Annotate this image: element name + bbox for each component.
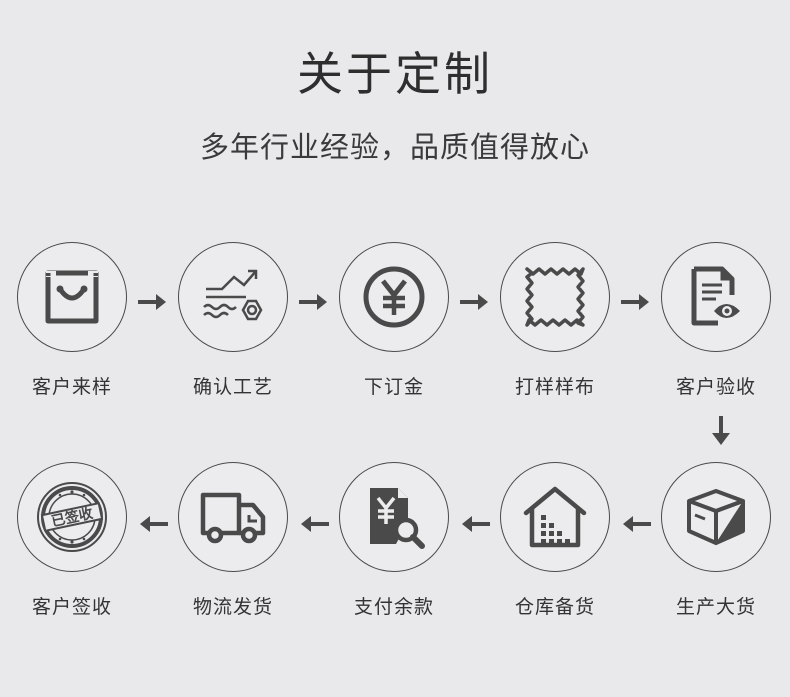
step-circle	[661, 242, 771, 352]
step-label: 支付余款	[353, 596, 434, 618]
signed-stamp-icon: 已签收	[37, 482, 107, 552]
step-sample-fabric: 打样样布	[475, 242, 635, 399]
step-label: 打样样布	[514, 376, 595, 398]
step-warehouse-stock: 仓库备货	[475, 462, 635, 619]
arrow-right-icon	[460, 294, 488, 310]
step-logistics-shipping: 物流发货	[153, 462, 313, 619]
arrow-right-icon	[138, 294, 166, 310]
package-box-icon	[687, 489, 745, 545]
arrow-right-icon	[621, 294, 649, 310]
step-label: 客户签收	[31, 596, 112, 618]
delivery-truck-icon	[200, 492, 266, 544]
step-deposit: 下订金	[314, 242, 474, 399]
arrow-left-icon	[623, 516, 651, 532]
arrow-left-icon	[140, 516, 168, 532]
step-circle	[178, 242, 288, 352]
step-label: 物流发货	[192, 596, 273, 618]
step-circle: 已签收	[17, 462, 127, 572]
step-circle	[661, 462, 771, 572]
fabric-swatch-icon	[525, 267, 585, 327]
step-pay-balance: 支付余款	[314, 462, 474, 619]
page-title: 关于定制	[297, 47, 493, 101]
process-chart-gear-icon	[203, 269, 263, 321]
arrow-left-icon	[301, 516, 329, 532]
step-circle	[500, 462, 610, 572]
arrow-left-icon	[462, 516, 490, 532]
step-customer-inspection: 客户验收	[636, 242, 790, 399]
arrow-down-icon	[712, 416, 730, 445]
step-confirm-process: 确认工艺	[153, 242, 313, 399]
step-customer-sample: 客户来样	[0, 242, 152, 399]
arrow-right-icon	[299, 294, 327, 310]
step-label: 生产大货	[675, 596, 756, 618]
document-eye-icon	[691, 266, 740, 326]
step-circle	[339, 242, 449, 352]
step-label: 确认工艺	[192, 376, 273, 398]
step-label: 仓库备货	[514, 596, 595, 618]
yuan-bill-search-icon	[370, 488, 425, 549]
yuan-coin-icon	[363, 266, 425, 328]
step-label: 客户来样	[31, 376, 112, 398]
step-label: 下订金	[363, 376, 424, 398]
step-customer-signoff: 已签收 客户签收	[0, 462, 152, 619]
shopping-bag-icon	[45, 270, 99, 324]
warehouse-icon	[523, 486, 587, 548]
step-circle	[178, 462, 288, 572]
step-label: 客户验收	[675, 376, 756, 398]
step-circle	[339, 462, 449, 572]
page-subtitle: 多年行业经验，品质值得放心	[199, 130, 590, 164]
step-circle	[500, 242, 610, 352]
step-mass-production: 生产大货	[636, 462, 790, 619]
step-circle	[17, 242, 127, 352]
